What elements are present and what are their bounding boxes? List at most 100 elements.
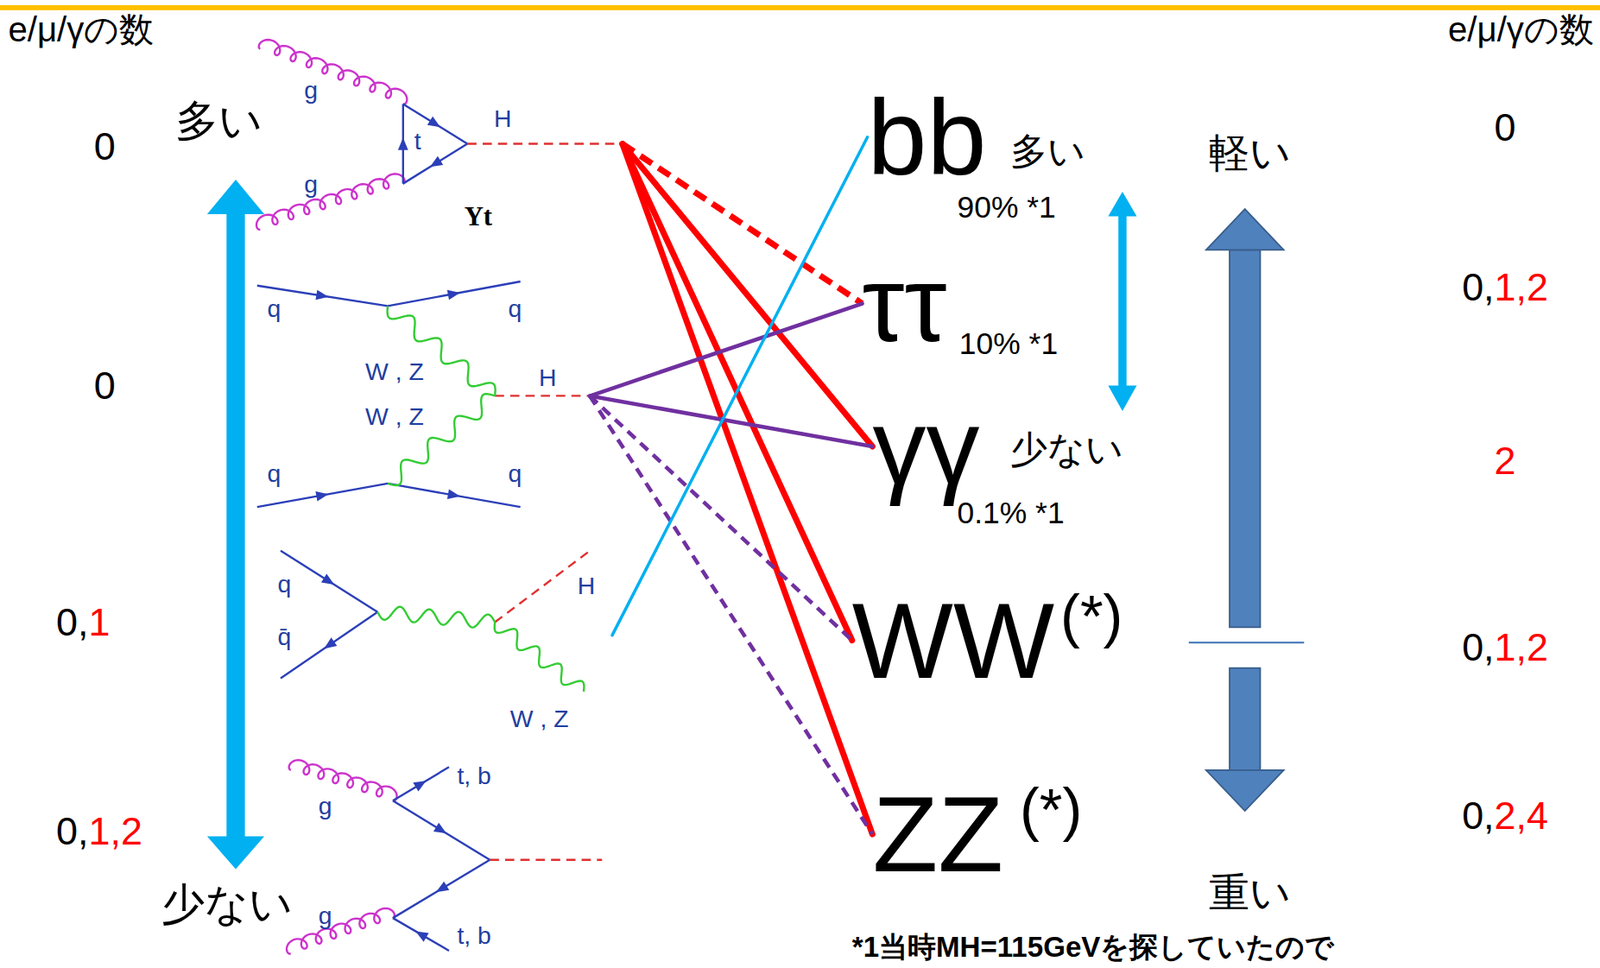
- fermion-arrow: [436, 881, 450, 892]
- boson-line: [377, 607, 495, 628]
- lepton-count: 0: [1494, 105, 1517, 151]
- scale-word: 多い: [175, 96, 263, 146]
- higgs-line: [494, 394, 590, 397]
- lepton-count: 0,2,4: [1461, 793, 1549, 839]
- fermion-arrow: [412, 780, 426, 791]
- scale-word: 多い: [1010, 130, 1086, 173]
- branching-ratio: 10% *1: [959, 326, 1058, 362]
- fermion-arrow: [447, 290, 461, 301]
- arrow-head: [1206, 208, 1284, 250]
- particle-label: t, b: [456, 923, 491, 948]
- fermion-line: [387, 281, 521, 306]
- arrow-shaft: [226, 212, 245, 839]
- particle-label: W , Z: [365, 404, 424, 429]
- particle-label: g: [318, 793, 333, 818]
- lepton-count: 2: [1494, 438, 1517, 484]
- fermion-arrow: [398, 137, 409, 150]
- decay-connector: [589, 396, 873, 835]
- fermion-line: [280, 612, 378, 679]
- decay-connector: [622, 144, 873, 835]
- amount-arrow: [207, 179, 265, 870]
- fermion-line: [403, 144, 468, 184]
- arrow-shaft: [1229, 249, 1260, 627]
- particle-label: H: [493, 106, 512, 131]
- decay-channel: bb: [866, 83, 987, 191]
- gluon-line: [286, 908, 395, 955]
- gluon-line: [256, 173, 405, 229]
- decay-channel: γγ: [872, 392, 980, 500]
- decay-connector: [612, 137, 867, 636]
- particle-label: W , Z: [365, 359, 424, 384]
- fermion-arrow: [430, 156, 443, 167]
- lepton-count: 0: [94, 124, 116, 170]
- footnote: *1当時MH=115GeVを探していたので: [852, 930, 1335, 964]
- higgs-line: [489, 859, 602, 861]
- particle-label: W , Z: [510, 706, 570, 731]
- particle-label: g: [318, 903, 333, 928]
- fermion-arrow: [433, 822, 447, 834]
- decay-channel: ZZ(*): [872, 780, 1082, 888]
- fermion-line: [387, 483, 521, 507]
- feynman-lines: [256, 39, 584, 955]
- feynman-diagram: qqW , ZW , ZHqq: [254, 273, 590, 519]
- particle-label: q: [277, 571, 291, 596]
- fermion-arrow: [427, 116, 441, 127]
- particle-label: t: [414, 128, 422, 153]
- feynman-diagram: gtHgYt: [254, 40, 622, 247]
- lepton-count: 0,1,2: [1461, 625, 1549, 671]
- gluon-line: [259, 39, 408, 105]
- feynman-diagram: g t, b g t, b: [280, 757, 602, 965]
- branching-ratio: 0.1% *1: [956, 495, 1064, 532]
- coupling-label: Yt: [464, 203, 493, 231]
- arrow-head: [1107, 191, 1137, 216]
- fermion-arrow: [315, 491, 329, 502]
- particle-label: q: [267, 461, 282, 486]
- particle-label: q: [267, 296, 282, 321]
- particle-label: q: [508, 296, 523, 321]
- fermion-arrow: [447, 488, 461, 500]
- decay-name: WW: [852, 587, 1055, 695]
- ratio-arrow: [1107, 191, 1137, 412]
- fermion-line: [392, 860, 490, 918]
- particle-label: g: [303, 171, 318, 197]
- arrow-shaft: [1118, 214, 1126, 388]
- offshell-mark: (*): [1060, 587, 1123, 647]
- fermion-line: [392, 800, 490, 861]
- particle-label: q̄: [277, 624, 291, 649]
- arrow-head: [207, 179, 265, 215]
- higgs-line: [494, 550, 590, 623]
- particle-label: H: [577, 573, 595, 598]
- fermion-line: [257, 483, 388, 507]
- gluon-line: [289, 759, 398, 801]
- fermion-line: [392, 766, 450, 801]
- branching-ratio: 90% *1: [956, 189, 1056, 226]
- offshell-mark: (*): [1019, 780, 1082, 841]
- fermion-arrow: [316, 290, 329, 301]
- scale-word: 少ない: [161, 879, 293, 930]
- decay-connector: [622, 144, 873, 447]
- feynman-diagram: q q̄ H W , Z: [275, 535, 613, 734]
- axis-heading: e/μ/γの数: [7, 10, 154, 51]
- mass-arrow: [1206, 208, 1284, 811]
- decay-name: ZZ: [872, 780, 1004, 888]
- decay-channel: WW(*): [852, 587, 1124, 695]
- fermion-arrow: [321, 574, 335, 586]
- arrow-shaft: [1229, 668, 1260, 771]
- particle-label: t, b: [456, 763, 491, 788]
- axis-heading: e/μ/γの数: [1448, 10, 1594, 51]
- divider-line: [1188, 641, 1305, 644]
- fermion-line: [392, 917, 450, 951]
- boson-line: [494, 622, 585, 692]
- particle-label: H: [538, 365, 557, 390]
- decay-name: bb: [866, 83, 987, 191]
- arrow-head: [1107, 385, 1137, 412]
- fermion-arrow: [415, 930, 429, 942]
- arrow-head: [207, 836, 265, 870]
- lepton-count: 0,1,2: [56, 809, 143, 854]
- lepton-count: 0,1,2: [1461, 265, 1549, 310]
- higgs-line: [467, 142, 623, 145]
- top-bar: [0, 5, 1600, 11]
- decay-name: γγ: [872, 392, 980, 500]
